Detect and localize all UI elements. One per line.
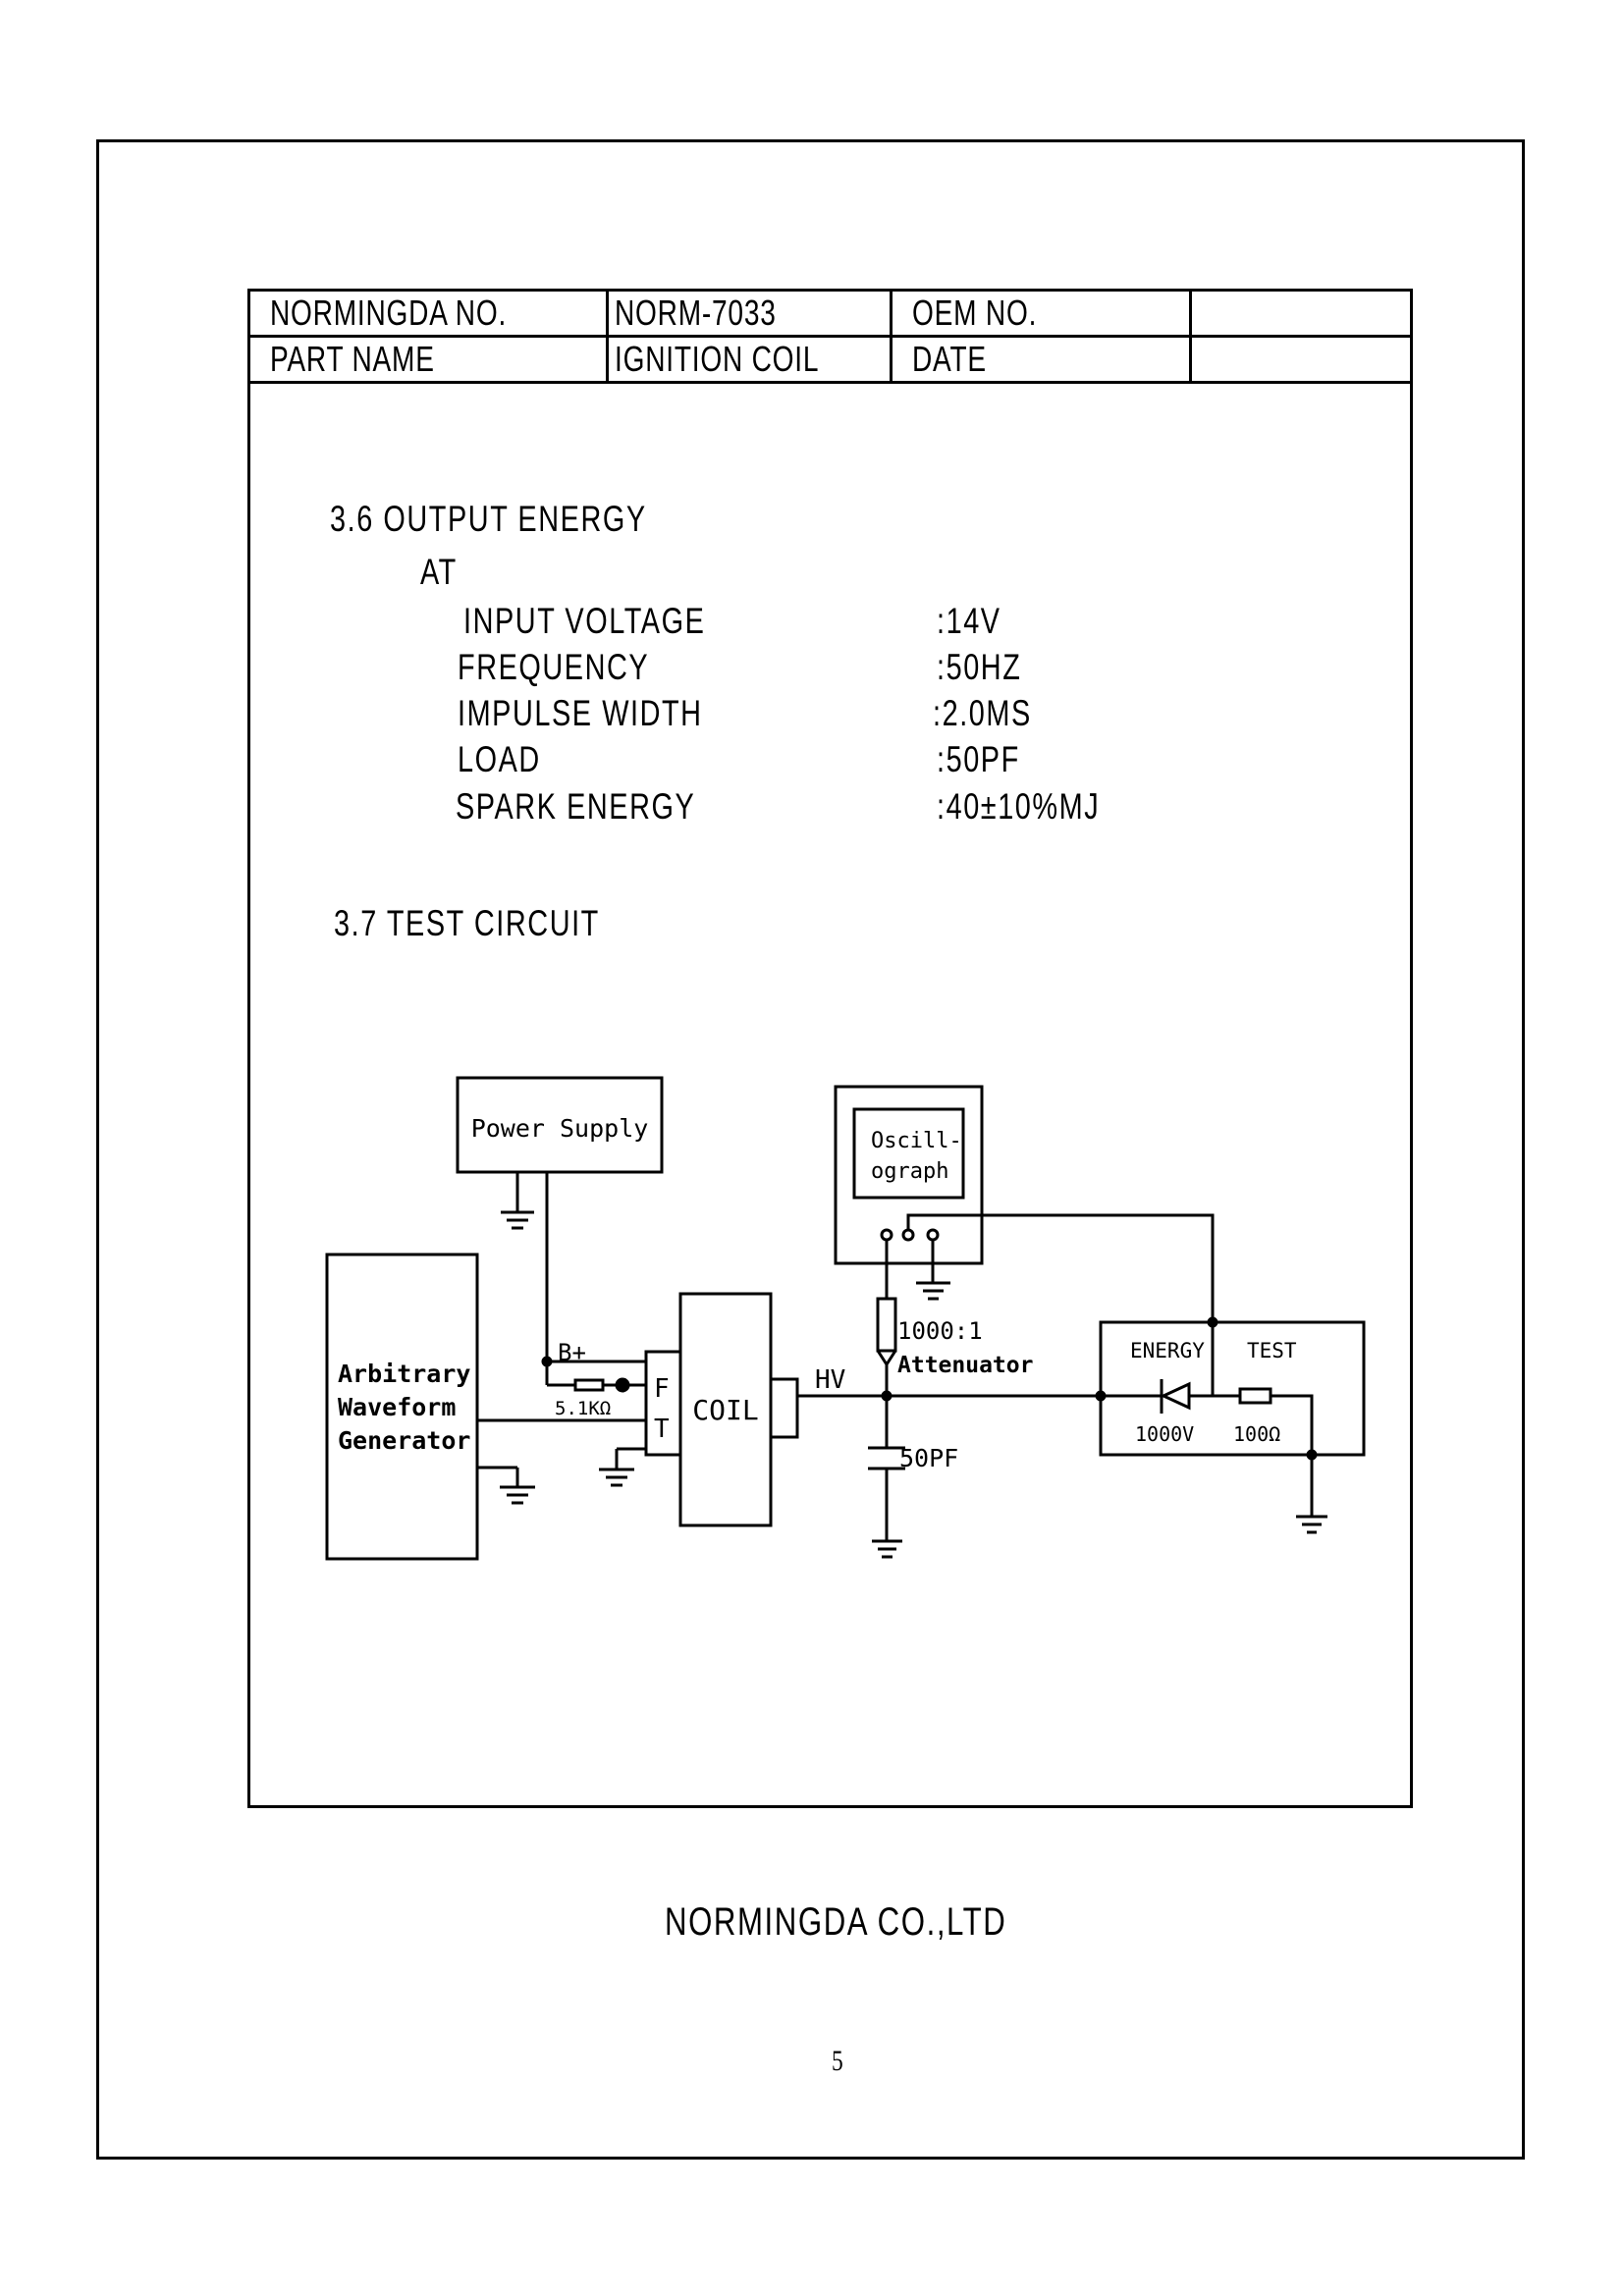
part-name-value: IGNITION COIL xyxy=(606,335,893,384)
param-value: :14V xyxy=(937,601,1001,641)
param-label: IMPULSE WIDTH xyxy=(458,693,703,733)
ground-icon xyxy=(501,1172,534,1230)
section-3-6-title: 3.6 OUTPUT ENERGY xyxy=(330,499,647,539)
param-value: :2.0MS xyxy=(933,693,1032,733)
param-label: INPUT VOLTAGE xyxy=(463,601,706,641)
energy-test-box xyxy=(1099,1320,1366,1457)
resistor-100-label: 100Ω xyxy=(1233,1422,1280,1446)
attenuator-body xyxy=(876,1297,897,1353)
ground-icon xyxy=(1296,1515,1327,1534)
ground-icon xyxy=(872,1539,902,1559)
param-value: :50PF xyxy=(937,739,1020,779)
energy-label: ENERGY xyxy=(1130,1339,1205,1362)
oem-no-value xyxy=(1189,289,1413,338)
coil-label: COIL xyxy=(692,1394,758,1426)
oscillograph-terminal xyxy=(926,1228,940,1242)
param-label: LOAD xyxy=(458,739,541,779)
param-label: SPARK ENERGY xyxy=(456,786,696,827)
ground-icon xyxy=(599,1449,634,1487)
param-value: :50HZ xyxy=(937,647,1022,687)
terminal-f-label: F xyxy=(654,1374,670,1404)
awg-label-line: Generator xyxy=(338,1426,470,1455)
title-block-row: PART NAME IGNITION COIL DATE xyxy=(247,335,1413,384)
date-label: DATE xyxy=(890,335,1192,384)
diode-rating-label: 1000V xyxy=(1135,1422,1194,1446)
power-supply-box xyxy=(456,1076,664,1174)
power-supply-label: Power Supply xyxy=(471,1114,649,1143)
at-label: AT xyxy=(420,552,458,592)
title-block-row: NORMINGDA NO. NORM-7033 OEM NO. xyxy=(247,289,1413,338)
test-label: TEST xyxy=(1247,1339,1297,1362)
attenuator-ratio-label: 1000:1 xyxy=(897,1317,983,1345)
attenuator-label: Attenuator xyxy=(897,1353,1033,1378)
oscillograph-box xyxy=(834,1085,984,1265)
oscillograph-label-line: ograph xyxy=(871,1159,948,1184)
date-value xyxy=(1189,335,1413,384)
junction-dot xyxy=(881,1390,893,1402)
ground-icon xyxy=(500,1468,535,1505)
resistor-100 xyxy=(1238,1387,1272,1405)
resistor-5k1-label: 5.1KΩ xyxy=(555,1398,611,1419)
normingda-no-label: NORMINGDA NO. xyxy=(247,289,609,338)
oscillograph-label-line: Oscill- xyxy=(871,1129,962,1153)
ground-icon xyxy=(916,1281,950,1301)
param-label: FREQUENCY xyxy=(458,647,650,687)
signal-wire xyxy=(906,1213,1215,1322)
oscillograph-screen xyxy=(852,1107,965,1200)
oscillograph-terminal xyxy=(901,1228,915,1242)
awg-label-line: Waveform xyxy=(338,1393,456,1421)
awg-label-line: Arbitrary xyxy=(338,1360,470,1388)
part-name-label: PART NAME xyxy=(247,335,609,384)
terminal-t-label: T xyxy=(654,1415,670,1444)
company-name: NORMINGDA CO.,LTD xyxy=(665,1900,1007,1944)
section-3-7-title: 3.7 TEST CIRCUIT xyxy=(334,903,600,943)
arbitrary-waveform-generator-box xyxy=(325,1253,479,1561)
b-plus-label: B+ xyxy=(558,1339,586,1366)
oscillograph-terminal xyxy=(880,1228,893,1242)
attenuator-tip xyxy=(876,1350,897,1367)
diode-icon xyxy=(1101,1379,1213,1414)
resistor-5k1 xyxy=(573,1378,605,1392)
page-number: 5 xyxy=(832,2045,845,2077)
page-border xyxy=(96,139,1525,2160)
hv-output-tab xyxy=(769,1377,799,1439)
hv-label: HV xyxy=(815,1365,845,1395)
normingda-no-value: NORM-7033 xyxy=(606,289,893,338)
title-block-table: NORMINGDA NO. NORM-7033 OEM NO. PART NAM… xyxy=(247,289,1413,384)
oem-no-label: OEM NO. xyxy=(890,289,1192,338)
junction-dot xyxy=(615,1377,630,1393)
param-value: :40±10%MJ xyxy=(937,786,1101,827)
capacitor-label: 50PF xyxy=(899,1444,958,1472)
